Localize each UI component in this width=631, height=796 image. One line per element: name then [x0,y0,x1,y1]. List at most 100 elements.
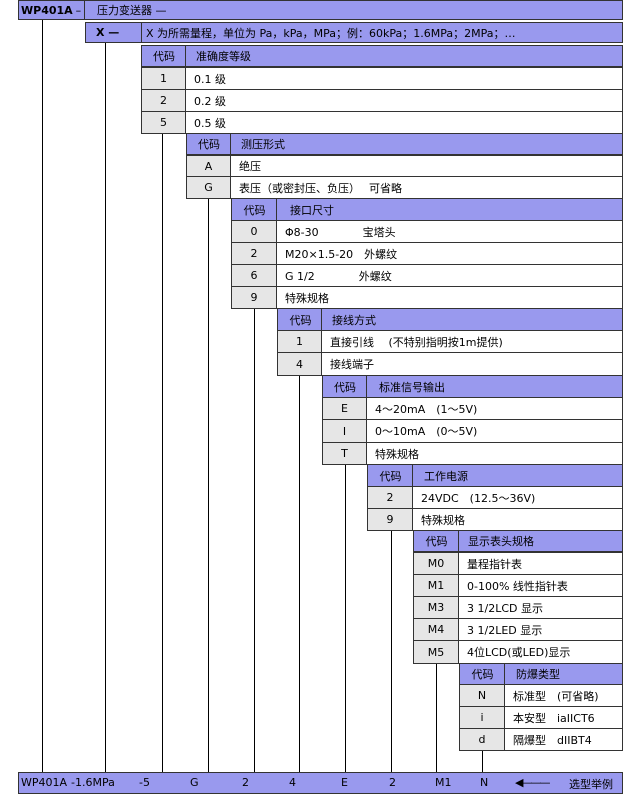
example-model: WP401A [21,776,68,789]
pressure-form-header: 代码 测压形式 [186,133,623,155]
display-desc-M5: 4位LCD(或LED)显示 [458,640,623,664]
connector-wiring [299,375,300,773]
connector-signal [345,464,346,773]
example-signal: E [341,776,348,789]
example-range: -1.6MPa [71,776,115,789]
signal-code-header: 代码 [334,380,356,394]
range-divider [141,22,142,43]
example-accuracy: -5 [139,776,150,789]
connection-title: 接口尺寸 [290,203,334,217]
connection-code-0: 0 [231,220,277,243]
accuracy-code-5: 5 [141,111,186,134]
range-header: X — X 为所需量程，单位为 Pa，kPa，MPa；例：60kPa；1.6MP… [85,22,623,43]
display-code-M4: M4 [413,618,459,641]
signal-desc-I: 0～10mA (0～5V) [366,419,623,443]
signal-header: 代码 标准信号输出 [322,375,623,398]
model-divider [84,0,85,20]
wiring-code-header: 代码 [289,313,312,327]
accuracy-title: 准确度等级 [196,50,251,63]
explosion-code-N: N [459,684,505,707]
accuracy-code-2: 2 [141,89,186,112]
display-desc-M1: 0-100% 线性指针表 [458,574,623,597]
accuracy-code-1: 1 [141,67,186,90]
display-code-M0: M0 [413,552,459,575]
pressure-form-desc-A: 绝压 [230,155,623,177]
connector-display [436,663,437,773]
pressure-form-desc-G: 表压（或密封压、负压） 可省略 [230,176,623,199]
explosion-code-d: d [459,728,505,751]
connection-header-divider [276,198,277,221]
accuracy-desc-1: 0.1 级 [185,67,623,90]
connector-power [391,530,392,773]
display-code-M1: M1 [413,574,459,597]
example-explosion: N [480,776,489,789]
selection-example-bar: WP401A -1.6MPa -5 G 2 4 E 2 M1 N ◀——— 选型… [18,772,623,794]
explosion-code-i: i [459,706,505,729]
connector-range [105,42,106,773]
wiring-desc-4: 接线端子 [321,352,623,376]
display-code-header: 代码 [425,535,448,548]
connection-desc-0: Φ8-30 宝塔头 [276,220,623,243]
power-header-divider [412,464,413,487]
display-desc-M4: 3 1/2LED 显示 [458,618,623,641]
connector-connection [254,308,255,773]
connection-header: 代码 接口尺寸 [231,198,623,221]
range-description: X 为所需量程，单位为 Pa，kPa，MPa；例：60kPa；1.6MPa；2M… [146,26,516,40]
explosion-header-divider [504,663,505,685]
accuracy-desc-5: 0.5 级 [185,111,623,134]
pressure-form-title: 测压形式 [241,138,285,151]
accuracy-header: 代码 准确度等级 [141,45,623,67]
pressure-form-header-divider [230,133,231,155]
pressure-form-code-header: 代码 [198,138,220,151]
signal-header-divider [366,375,367,398]
connector-model [42,18,43,773]
accuracy-desc-2: 0.2 级 [185,89,623,112]
display-title: 显示表头规格 [468,535,534,548]
example-power: 2 [389,776,396,789]
example-label: 选型举例 [569,778,613,791]
example-wiring: 4 [289,776,296,789]
product-title: 压力变送器 — [97,4,167,17]
example-connection: 2 [242,776,249,789]
connector-accuracy [162,133,163,773]
example-pressure-form: G [190,776,199,789]
range-code: X — [96,26,120,39]
power-code-2: 2 [367,486,413,509]
signal-title: 标准信号输出 [379,380,445,394]
display-header: 代码 显示表头规格 [413,530,623,552]
model-code: WP401A [21,3,73,17]
explosion-title: 防爆类型 [516,668,560,681]
accuracy-header-divider [185,45,186,67]
power-title: 工作电源 [424,469,468,483]
display-desc-M3: 3 1/2LCD 显示 [458,596,623,619]
power-code-9: 9 [367,508,413,531]
display-code-M5: M5 [413,640,459,664]
display-code-M3: M3 [413,596,459,619]
wiring-header-divider [321,308,322,331]
signal-code-E: E [322,397,367,420]
power-code-header: 代码 [379,469,402,483]
arrow-left-icon: ◀——— [515,776,550,789]
connection-code-header: 代码 [243,203,266,217]
pressure-form-code-A: A [186,155,231,177]
display-header-divider [458,530,459,552]
signal-code-I: I [322,419,367,443]
connection-code-2: 2 [231,242,277,265]
example-display: M1 [435,776,452,789]
wiring-header: 代码 接线方式 [277,308,623,331]
model-dash: – [75,3,82,17]
model-header: WP401A – 压力变送器 — [18,0,623,20]
connection-desc-2: M20×1.5-20 外螺纹 [276,242,623,265]
connection-desc-6: G 1/2 外螺纹 [276,264,623,287]
signal-desc-E: 4～20mA (1～5V) [366,397,623,420]
accuracy-code-header: 代码 [153,50,175,63]
explosion-header: 代码 防爆类型 [459,663,623,685]
wiring-desc-1: 直接引线 (不特别指明按1m提供) [321,330,623,353]
connection-desc-9: 特殊规格 [276,286,623,309]
power-header: 代码 工作电源 [367,464,623,487]
explosion-code-header: 代码 [471,668,494,681]
signal-code-T: T [322,442,367,465]
wiring-title: 接线方式 [332,313,376,327]
wiring-code-4: 4 [277,352,322,376]
wiring-code-1: 1 [277,330,322,353]
